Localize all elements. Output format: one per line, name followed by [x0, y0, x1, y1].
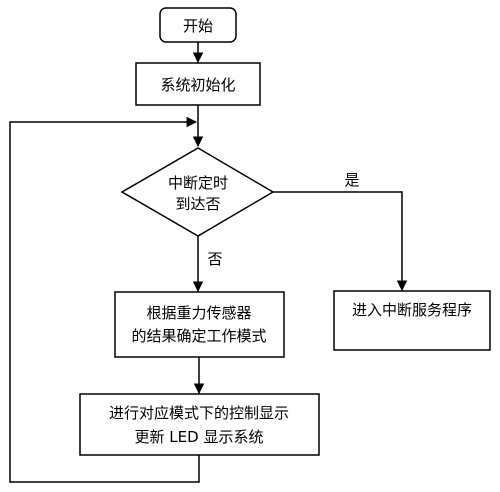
init-label: 系统初始化 [160, 76, 235, 94]
mode-label-line1: 根据重力传感器 [146, 304, 251, 322]
mode-label-line2: 的结果确定工作模式 [131, 327, 266, 345]
no-label: 否 [207, 250, 222, 268]
yes-label: 是 [344, 171, 359, 189]
control-label-line1: 进行对应模式下的控制显示 [109, 404, 289, 422]
start-label: 开始 [183, 17, 213, 35]
control-label-line2: 更新 LED 显示系统 [135, 428, 264, 446]
interrupt-node [333, 290, 491, 351]
edge-yes [273, 191, 408, 292]
edge-loop-back [9, 116, 200, 483]
decision-node [120, 147, 275, 237]
mode-node [114, 291, 285, 358]
decision-label-line2: 到达否 [175, 195, 220, 213]
interrupt-label: 进入中断服务程序 [352, 301, 472, 319]
decision-label-line1: 中断定时 [168, 174, 228, 192]
